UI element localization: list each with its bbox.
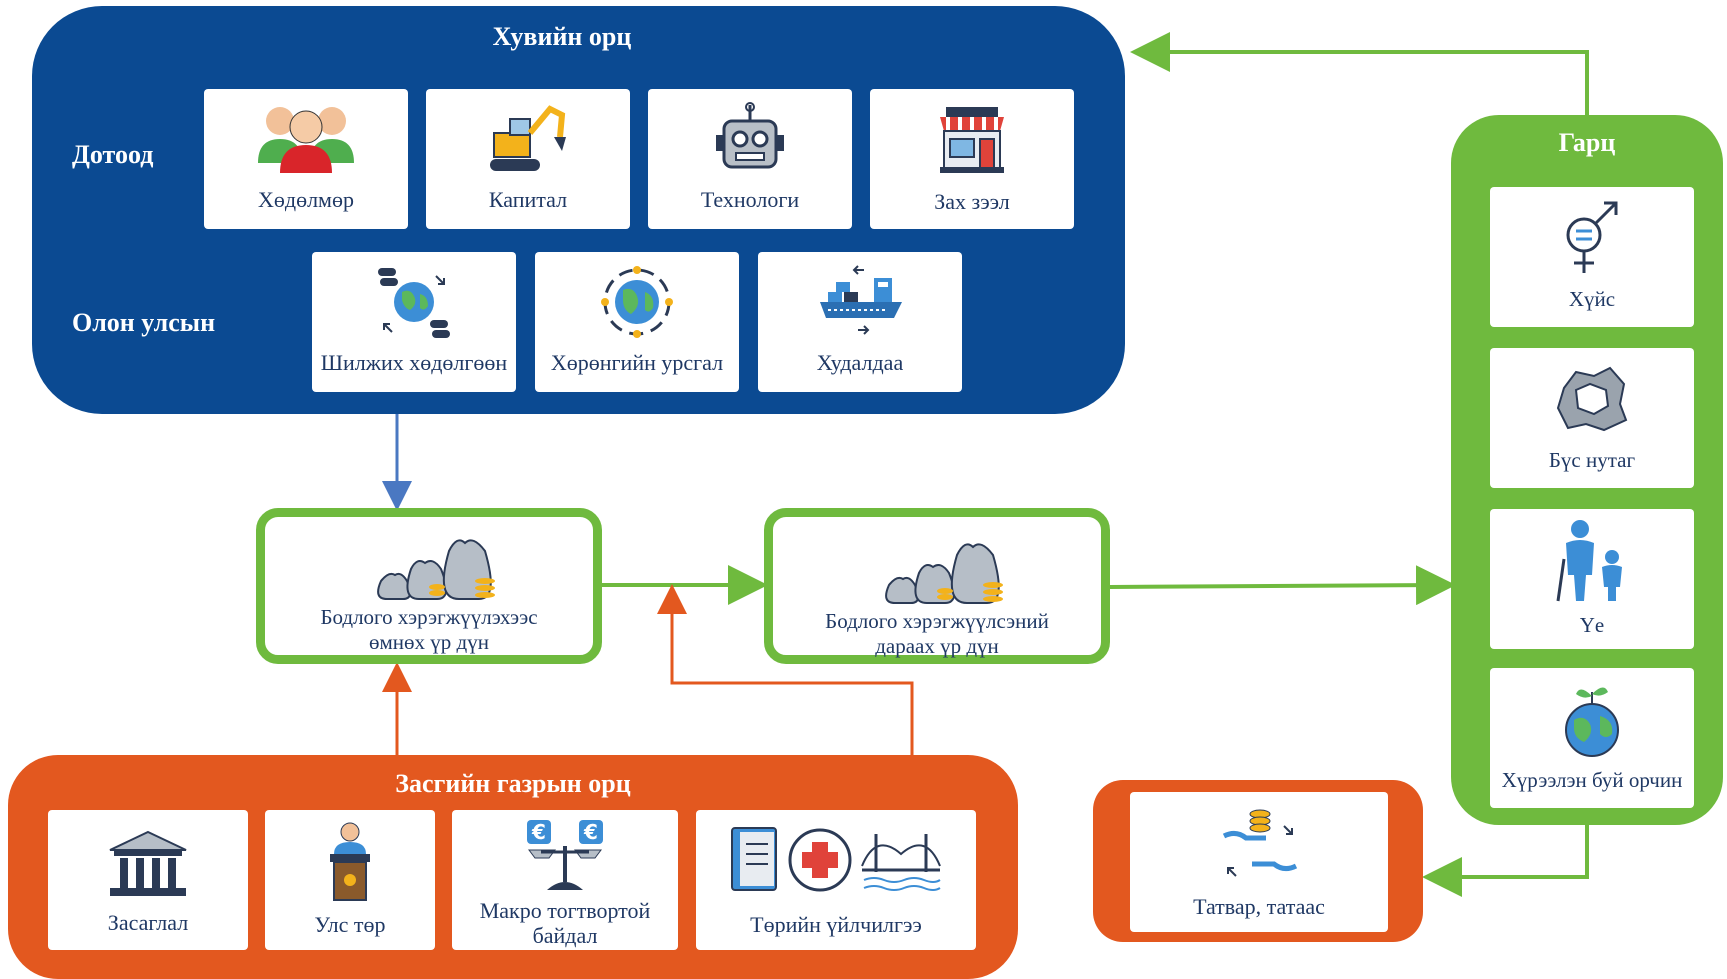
- card-label: Худалдаа: [816, 350, 904, 375]
- arrow-output-to-tax: [1422, 825, 1589, 897]
- card-trade: Худалдаа: [758, 252, 962, 392]
- card-label-line2: байдал: [532, 923, 598, 948]
- card-label: Хөдөлмөр: [258, 187, 354, 212]
- card-label: Засаглал: [107, 910, 189, 935]
- card-generations: Үе: [1490, 509, 1694, 649]
- outcome-before-line1: Бодлого хэрэгжүүлэхээс: [320, 605, 538, 629]
- card-capital-flow: Хөрөнгийн урсгал: [535, 252, 739, 392]
- card-label: Бүс нутаг: [1548, 448, 1636, 472]
- svg-text:€: €: [531, 820, 546, 844]
- card-label: Улс төр: [314, 912, 386, 937]
- card-region: Бүс нутаг: [1490, 348, 1694, 488]
- card-governance: Засаглал: [48, 810, 248, 950]
- card-market: Зах зээл: [870, 89, 1074, 229]
- card-environment: Хүрээлэн буй орчин: [1490, 668, 1694, 808]
- card-public-services: Төрийн үйлчилгээ: [696, 810, 976, 950]
- money-bags-icon: [885, 543, 1003, 604]
- card-migration: Шилжих хөдөлгөөн: [312, 252, 516, 392]
- card-label: Зах зээл: [934, 189, 1010, 214]
- coins-hand-icon: [1222, 809, 1298, 877]
- card-label: Технологи: [700, 187, 800, 212]
- card-label: Татвар, татаас: [1193, 894, 1325, 919]
- euro-balance-icon: € €: [527, 820, 603, 890]
- globe-migration-icon: [378, 268, 450, 338]
- card-label: Макро тогтвортой: [479, 898, 651, 923]
- card-label: Үе: [1579, 613, 1605, 637]
- gender-icon: [1566, 201, 1618, 273]
- card-label: Хөрөнгийн урсгал: [550, 350, 724, 375]
- excavator-icon: [490, 105, 566, 171]
- government-building-icon: [109, 830, 187, 896]
- card-label: Төрийн үйлчилгээ: [750, 912, 922, 937]
- generations-icon: [1556, 520, 1622, 602]
- region-map-icon: [1556, 366, 1628, 432]
- arrow-government-to-middle: [657, 584, 914, 755]
- card-tax: Татвар, татаас: [1130, 792, 1388, 932]
- globe-flow-icon: [601, 266, 673, 338]
- outcome-before-line2: өмнөх үр дүн: [369, 630, 489, 654]
- card-labor: Хөдөлмөр: [204, 89, 408, 229]
- cargo-ship-icon: [820, 265, 902, 335]
- card-label: Хүрээлэн буй орчин: [1501, 768, 1683, 792]
- arrow-output-to-private: [1130, 32, 1589, 115]
- public-services-icon: [731, 827, 941, 892]
- output-title: Гарц: [1558, 128, 1616, 157]
- card-label: Хүйс: [1568, 287, 1616, 311]
- outcome-before-box: Бодлого хэрэгжүүлэхээс өмнөх үр дүн: [256, 508, 602, 664]
- card-capital: Капитал: [426, 89, 630, 229]
- people-icon: [258, 107, 354, 173]
- card-politics: Улс төр: [265, 810, 435, 950]
- svg-text:€: €: [583, 820, 598, 844]
- government-input-title: Засгийн газрын орц: [395, 769, 631, 798]
- private-input-title: Хувийн орц: [492, 22, 632, 51]
- card-label: Шилжих хөдөлгөөн: [320, 350, 508, 375]
- card-macro-stability: € € Макро тогтвортой байдал: [452, 810, 678, 950]
- shop-icon: [940, 107, 1004, 173]
- arrow-after-to-output: [1109, 565, 1456, 606]
- outcome-after-line2: дараах үр дүн: [875, 634, 999, 658]
- money-bags-icon: [377, 539, 495, 600]
- earth-plant-icon: [1565, 687, 1619, 757]
- domestic-label: Дотоод: [72, 140, 154, 169]
- card-technology: Технологи: [648, 89, 852, 229]
- robot-icon: [716, 102, 784, 169]
- outcome-after-box: Бодлого хэрэгжүүлсэний дараах үр дүн: [764, 508, 1110, 664]
- card-gender: Хүйс: [1490, 187, 1694, 327]
- international-label: Олон улсын: [72, 308, 216, 337]
- card-label: Капитал: [488, 187, 568, 212]
- podium-speaker-icon: [330, 822, 370, 901]
- outcome-after-line1: Бодлого хэрэгжүүлсэний: [825, 609, 1049, 633]
